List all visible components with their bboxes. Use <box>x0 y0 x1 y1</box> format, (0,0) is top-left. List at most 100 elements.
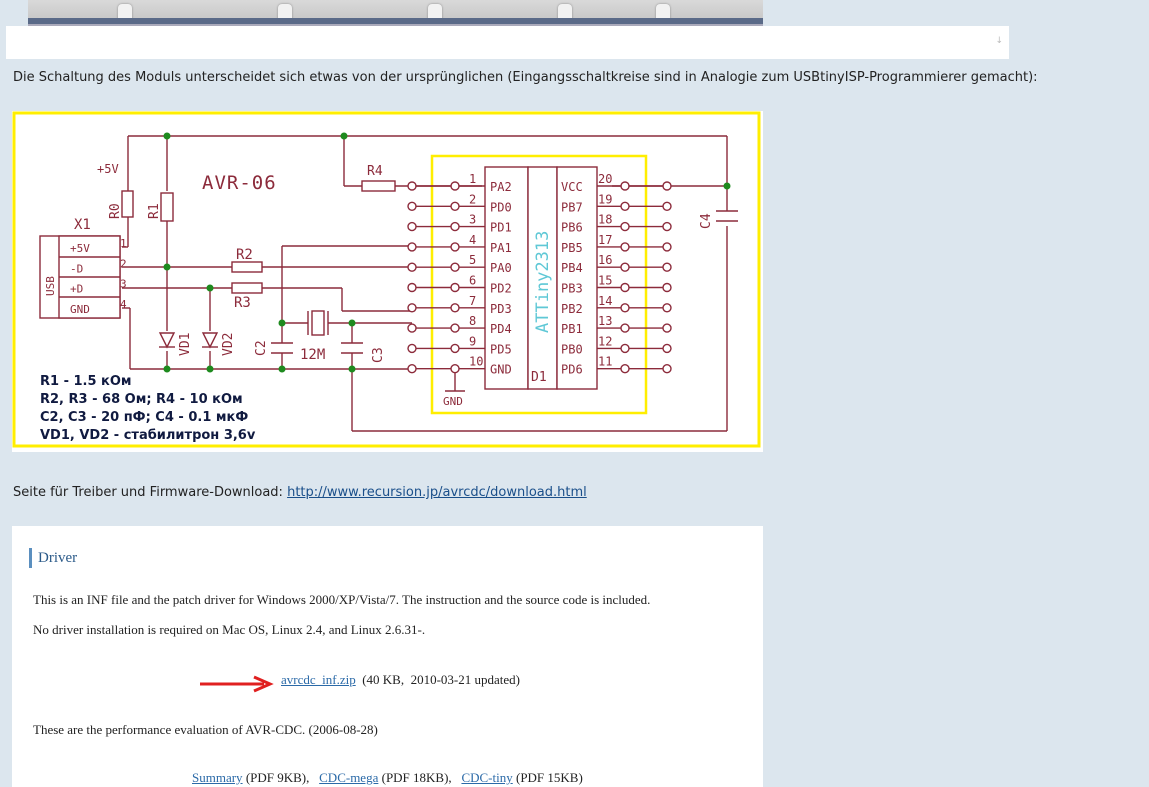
photo-pin <box>558 4 572 22</box>
right-pin-leads <box>597 181 672 374</box>
photo-pin <box>428 4 442 22</box>
chip-left-pin-number: 7 <box>469 294 476 308</box>
driver-zip-link[interactable]: avrcdc_inf.zip <box>281 672 356 687</box>
pin-terminal <box>407 303 417 313</box>
pin-terminal <box>450 201 460 212</box>
summary-link[interactable]: Summary <box>192 770 243 785</box>
cdc-mega-link[interactable]: CDC-mega <box>319 770 379 785</box>
photo-pin <box>278 4 292 22</box>
driver-line-3: These are the performance evaluation of … <box>33 722 378 737</box>
red-arrow-icon <box>200 675 274 693</box>
pin-terminal <box>662 323 672 333</box>
pin-terminal <box>450 181 460 191</box>
legend-line: R1 - 1.5 кОм <box>40 374 132 389</box>
chip-left-pin-number: 8 <box>469 314 476 328</box>
chip-pin-labels: PA21PD02PD13PA14PA05PD26PD37PD48PD59GND1… <box>469 172 612 377</box>
chip-left-pin-number: 1 <box>469 172 476 186</box>
legend-line: R2, R3 - 68 Ом; R4 - 10 кОм <box>40 392 243 407</box>
chip-right-pin-label: PB6 <box>561 221 583 235</box>
crystal-label: 12M <box>300 347 325 363</box>
schematic-part-details <box>59 210 738 392</box>
pin-terminal <box>407 181 417 191</box>
r3-label: R3 <box>234 295 251 311</box>
c3-label: C3 <box>371 347 386 363</box>
pin-terminal <box>407 201 417 212</box>
pin-terminal <box>450 343 460 354</box>
pin-terminal <box>450 303 460 313</box>
driver-file-line: avrcdc_inf.zip (40 KB, 2010-03-21 update… <box>281 672 520 688</box>
legend-line: C2, C3 - 20 пФ; C4 - 0.1 мкФ <box>40 410 248 425</box>
chip-right-pin-number: 18 <box>598 213 612 227</box>
pin-terminal <box>662 364 672 374</box>
banner-marker: ↓ <box>995 36 1003 46</box>
driver-file-info: (40 KB, 2010-03-21 updated) <box>355 672 520 687</box>
pin-terminal <box>620 282 630 293</box>
pin-terminal <box>662 303 672 313</box>
connector-pin-label: -D <box>70 262 83 275</box>
connector-ref: X1 <box>74 217 91 233</box>
chip-left-pin-number: 4 <box>469 233 476 247</box>
pin-terminal <box>662 181 672 191</box>
schematic-frame <box>12 111 761 448</box>
supply-label: +5V <box>97 162 119 176</box>
chip-right-pin-number: 12 <box>598 334 612 348</box>
chip-ref: D1 <box>531 370 547 385</box>
intro-paragraph: Die Schaltung des Moduls unterscheidet s… <box>13 70 1038 85</box>
pin-terminal <box>662 343 672 354</box>
vd1-label: VD1 <box>178 333 193 356</box>
download-text: Seite für Treiber und Firmware-Download: <box>13 485 288 500</box>
chip-left-pin-label: PD4 <box>490 322 512 336</box>
pin-terminal <box>620 303 630 313</box>
pin-terminal <box>450 364 460 374</box>
pin-terminal <box>407 323 417 333</box>
left-pin-leads <box>407 181 485 374</box>
cdc-tiny-link[interactable]: CDC-tiny <box>461 770 513 785</box>
chip-right-pin-number: 17 <box>598 233 612 247</box>
pin-terminal <box>620 364 630 374</box>
chip-right-pin-number: 20 <box>598 172 612 186</box>
download-link[interactable]: http://www.recursion.jp/avrcdc/download.… <box>287 485 587 500</box>
r0-label: R0 <box>108 203 123 219</box>
photo-board-edge <box>28 18 763 24</box>
pin-terminal <box>662 262 672 272</box>
connector-side-label: USB <box>44 276 57 296</box>
chip-left-pin-number: 6 <box>469 274 476 288</box>
mega-info: (PDF 18KB), <box>378 770 462 785</box>
driver-screenshot: Driver This is an INF file and the patch… <box>12 526 763 787</box>
module-photo <box>28 0 763 26</box>
chip-frame <box>430 154 648 415</box>
chip-left-pin-label: PD0 <box>490 200 512 214</box>
chip-right-pin-number: 15 <box>598 274 612 288</box>
schematic-svg: +5V AVR-06 X1 R4 R2 R3 12M GND D1 R0 R1 … <box>12 111 761 448</box>
pin-terminal <box>407 282 417 293</box>
pin-terminal <box>407 242 417 252</box>
pin-terminal <box>620 262 630 272</box>
photo-pin <box>118 4 132 22</box>
chip-left-pin-number: 10 <box>469 355 483 369</box>
pin-terminal <box>407 221 417 232</box>
pin-terminal <box>620 221 630 232</box>
chip-right-pin-label: PB7 <box>561 200 583 214</box>
chip-left-pin-number: 2 <box>469 192 476 206</box>
pin-terminal <box>450 282 460 293</box>
chip-left-pin-label: PA1 <box>490 241 512 255</box>
pin-terminal <box>662 221 672 232</box>
schematic-image: +5V AVR-06 X1 R4 R2 R3 12M GND D1 R0 R1 … <box>12 111 763 452</box>
r1-label: R1 <box>147 203 162 219</box>
pin-terminal <box>620 181 630 191</box>
chip-right-pin-label: PB0 <box>561 342 583 356</box>
chip-left-pin-label: PD3 <box>490 302 512 316</box>
legend-line: VD1, VD2 - стабилитрон 3,6v <box>40 428 256 443</box>
chip-name: ATTiny2313 <box>533 231 553 333</box>
tiny-info: (PDF 15KB) <box>512 770 583 785</box>
pin-terminal <box>620 242 630 252</box>
connector-pin-label: GND <box>70 303 90 316</box>
connector-pin-number: 3 <box>120 278 127 291</box>
schematic-title: AVR-06 <box>202 172 277 194</box>
chip-left-pin-label: PA0 <box>490 261 512 275</box>
chip-right-pin-label: PB5 <box>561 241 583 255</box>
pin-terminal <box>662 201 672 212</box>
pin-terminal <box>450 262 460 272</box>
